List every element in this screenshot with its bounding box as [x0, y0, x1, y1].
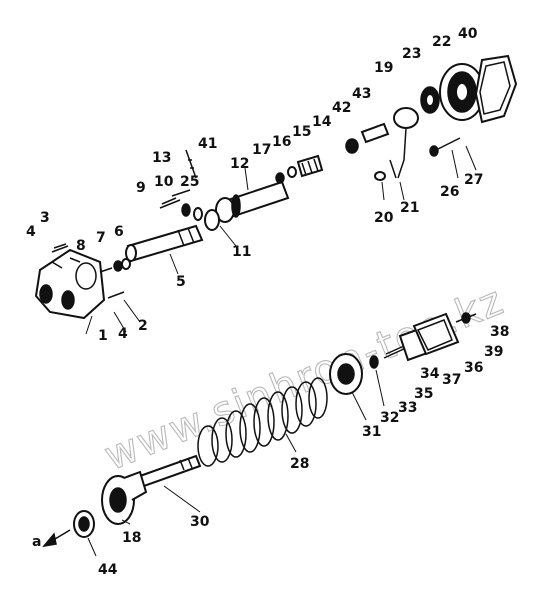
small-parts-upper	[51, 122, 390, 299]
part-label: 11	[232, 244, 251, 260]
part-label: 4	[26, 224, 36, 240]
part-label: 7	[96, 230, 106, 246]
part-label: 5	[176, 274, 186, 290]
part-label: 19	[374, 60, 393, 76]
part-label: 21	[400, 200, 419, 216]
arrow-label: a	[32, 534, 41, 550]
part-label: 33	[398, 400, 417, 416]
part-label: 9	[136, 180, 146, 196]
part-label: 38	[490, 324, 509, 340]
part-label: 40	[458, 26, 478, 42]
part-label: 25	[180, 174, 199, 190]
part-label: 26	[440, 184, 459, 200]
part-label: 35	[414, 386, 433, 402]
housing-part	[34, 248, 106, 320]
part-label: 36	[464, 360, 483, 376]
bearing-part	[420, 86, 440, 114]
part-label: 39	[484, 344, 503, 360]
part-label: 1	[98, 328, 108, 344]
part-label: 28	[290, 456, 309, 472]
part-label: 14	[312, 114, 332, 130]
sleeve-part	[73, 510, 95, 538]
lever-part	[389, 107, 419, 179]
bolt-part	[429, 137, 461, 157]
part-label: 32	[380, 410, 399, 426]
gear-part	[439, 63, 485, 121]
part-label: 44	[98, 562, 118, 578]
part-label: 6	[114, 224, 124, 240]
part-labels: 1 2 3 4 4 5 6 7 8 9 10 11 12 13 14 15 16…	[26, 26, 509, 578]
part-label: 16	[272, 134, 291, 150]
part-label: 27	[464, 172, 483, 188]
part-label: 4	[118, 326, 128, 342]
part-label: 10	[154, 174, 174, 190]
part-label: 18	[122, 530, 141, 546]
part-label: 41	[198, 136, 217, 152]
part-label: 23	[402, 46, 421, 62]
gasket-part	[474, 54, 518, 124]
flange-part	[101, 470, 148, 525]
part-label: 34	[420, 366, 440, 382]
part-label: 12	[230, 156, 249, 172]
part-label: 17	[252, 142, 271, 158]
part-label: 31	[362, 424, 381, 440]
shaft-part	[125, 224, 204, 262]
spring-part	[197, 377, 328, 467]
part-label: 37	[442, 372, 461, 388]
direction-arrow: a	[32, 529, 71, 550]
spool-part	[204, 180, 290, 231]
leader-lines	[85, 145, 477, 557]
part-label: 2	[138, 318, 148, 334]
part-label: 3	[40, 210, 50, 226]
part-label: 30	[190, 514, 210, 530]
small-parts-lower	[369, 312, 477, 369]
part-label: 13	[152, 150, 171, 166]
part-label: 15	[292, 124, 311, 140]
part-label: 22	[432, 34, 451, 50]
part-label: 43	[352, 86, 371, 102]
part-label: 20	[374, 210, 394, 226]
retainer-part	[329, 353, 363, 395]
part-label: 42	[332, 100, 351, 116]
part-label: 8	[76, 238, 86, 254]
